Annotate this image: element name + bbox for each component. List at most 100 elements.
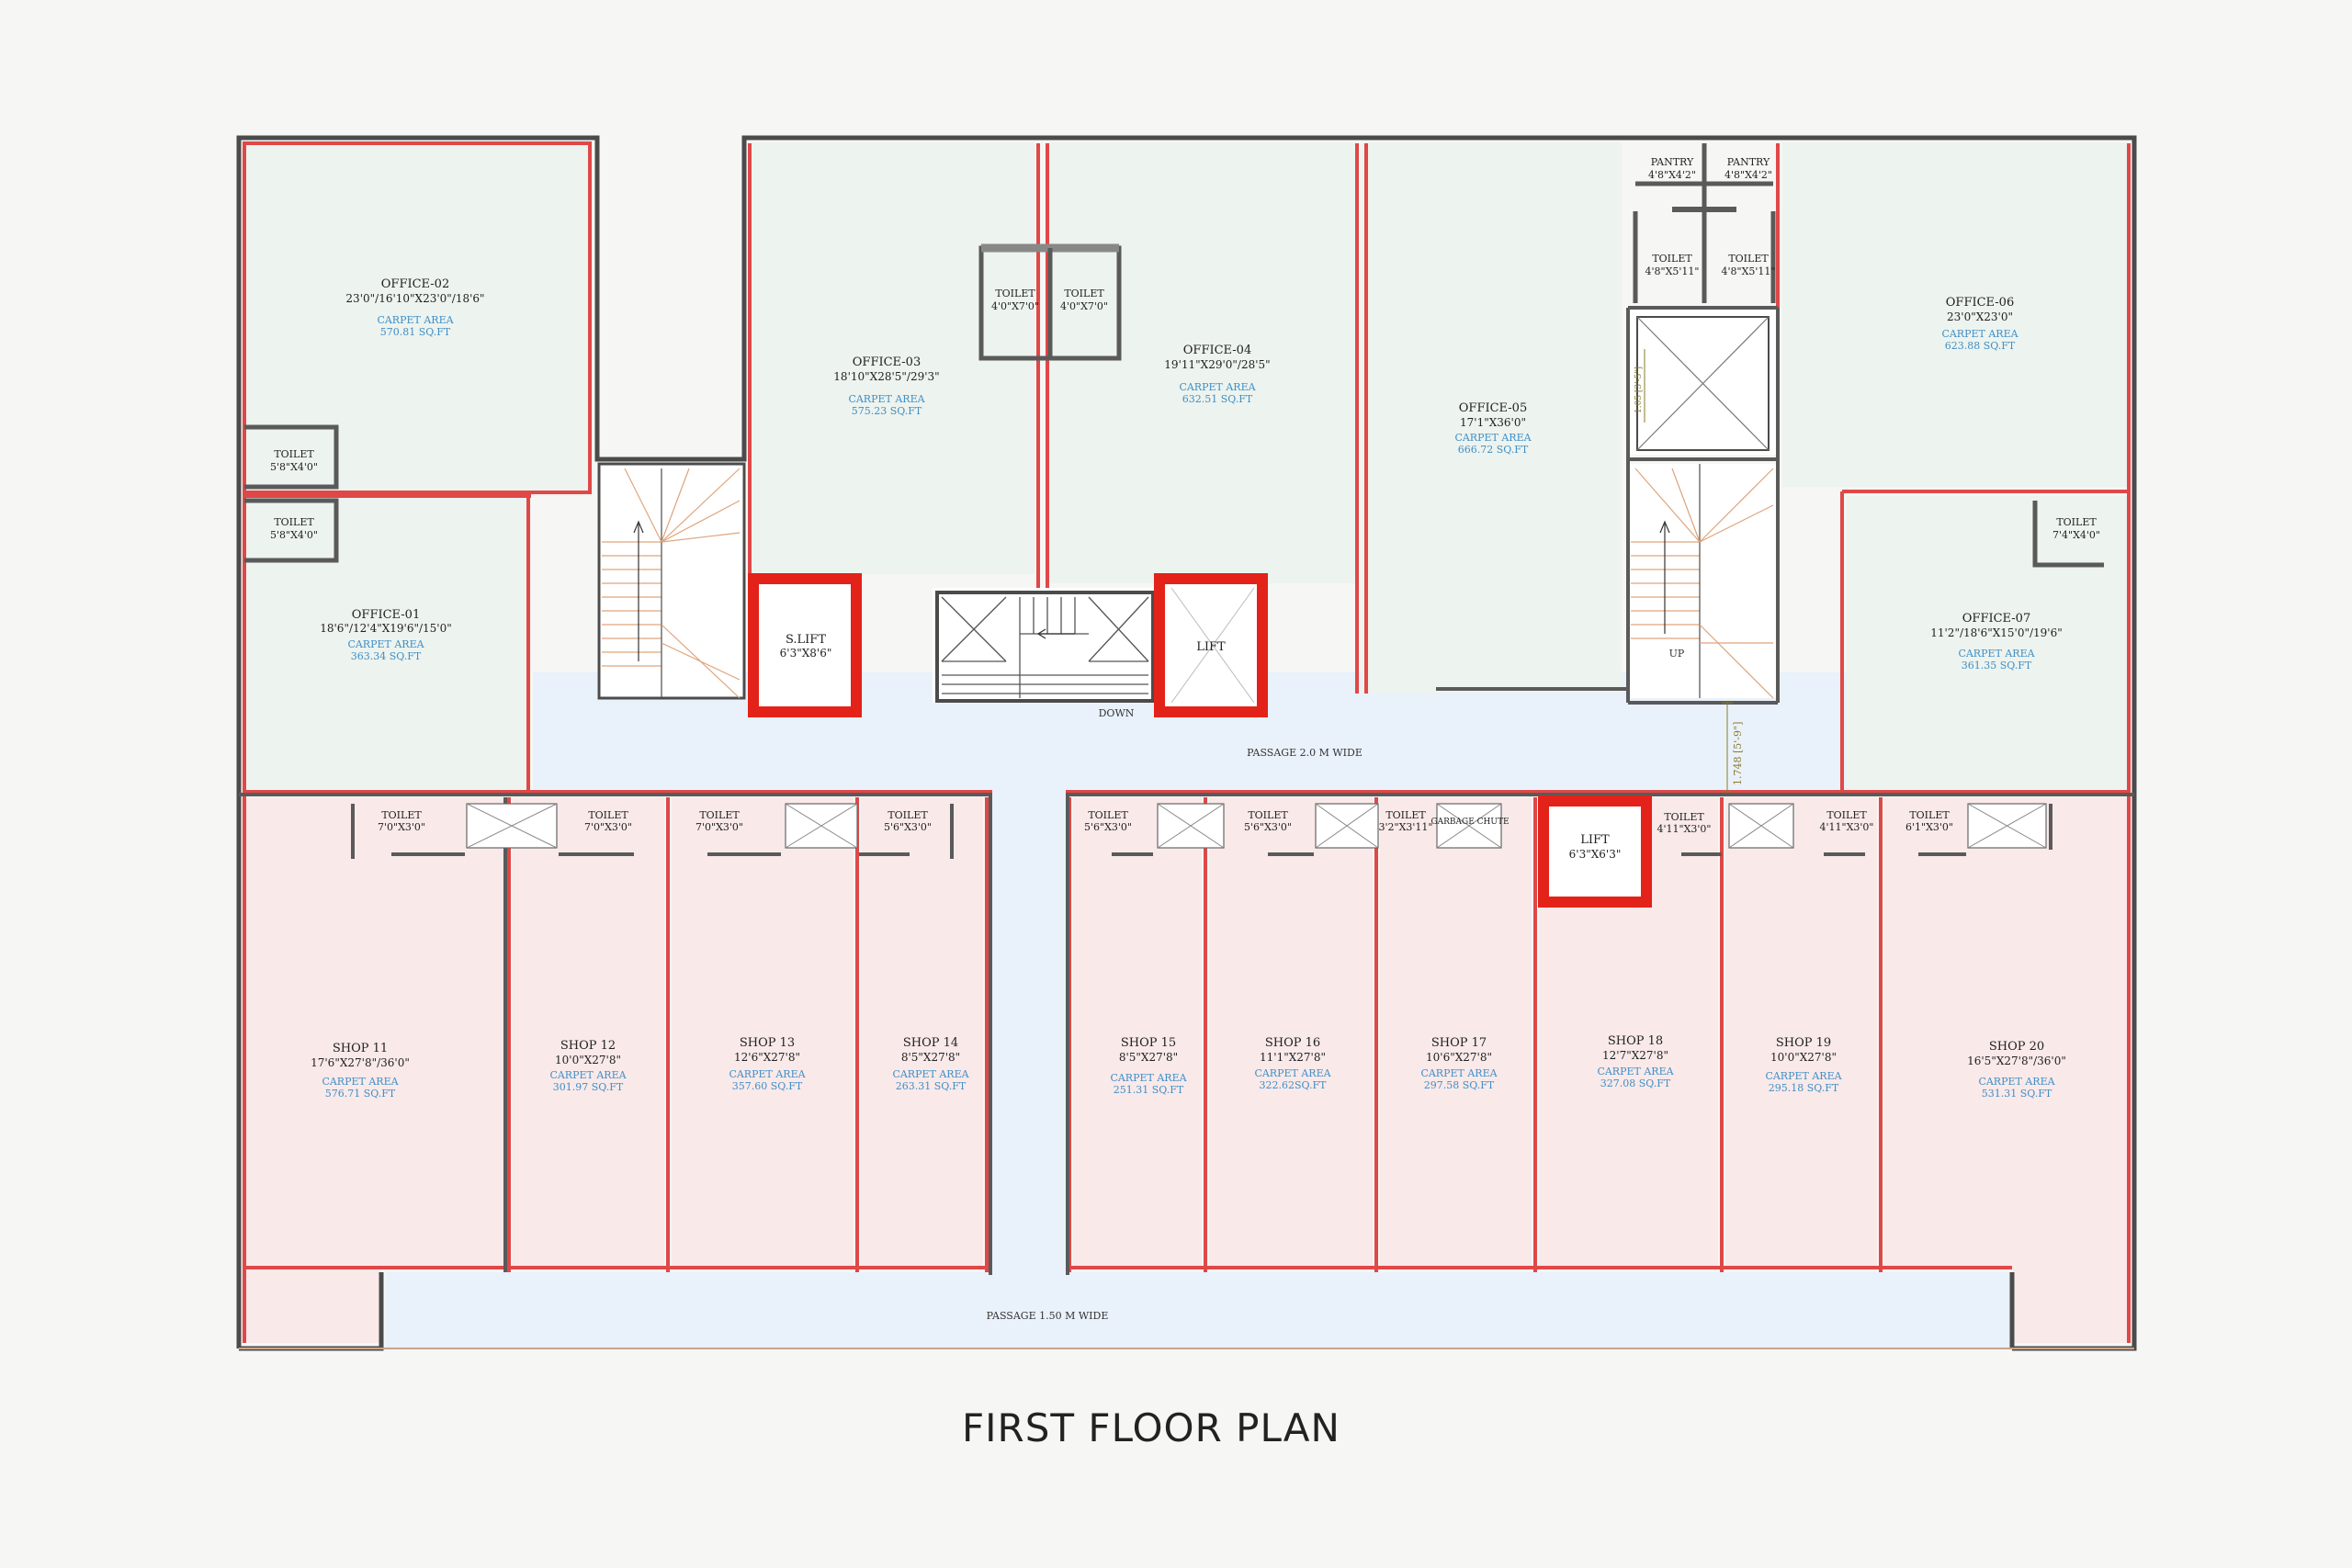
pantry-label: PANTRY <box>1651 156 1694 168</box>
toilet-label: TOILET <box>699 809 740 821</box>
toilet-dims: 4'8"X5'11" <box>1645 265 1700 277</box>
office-04-fill <box>1047 142 1355 583</box>
passage-2m <box>533 672 1847 1284</box>
outer-walls <box>236 135 2137 1351</box>
toilet-dims: 4'11"X3'0" <box>1820 821 1874 833</box>
lift-service <box>748 573 862 717</box>
stair-center <box>935 591 1155 703</box>
office-01-dims: 18'6"/12'4"X19'6"/15'0" <box>320 622 452 635</box>
office-07-area-label: CARPET AREA <box>1958 648 2035 660</box>
toilet-label: TOILET <box>1652 253 1692 265</box>
office-05-area-label: CARPET AREA <box>1454 432 1532 444</box>
office-01-area-label: CARPET AREA <box>347 638 424 650</box>
shop-19-name: SHOP 19 <box>1776 1036 1831 1050</box>
shop-17-dims: 10'6"X27'8" <box>1426 1051 1492 1064</box>
shop-15-fill <box>1073 797 1202 1268</box>
office-04-dims: 19'11"X29'0"/28'5" <box>1164 358 1270 371</box>
main-lift-name: LIFT <box>1196 640 1226 654</box>
shop-11-fill <box>243 797 505 1343</box>
shop-12-area-label: CARPET AREA <box>549 1069 627 1081</box>
lift-labels: S.LIFT 6'3"X8'6" LIFT LIFT 6'3"X6'3" GAR… <box>780 633 1622 861</box>
office-06-dims: 23'0"X23'0" <box>1947 310 2013 323</box>
shop-12-fill <box>513 797 664 1268</box>
toilet-label: TOILET <box>1064 288 1104 299</box>
office-06-fill <box>1782 142 2127 487</box>
stair-center-fill <box>933 588 1153 703</box>
shop-11-area: 576.71 SQ.FT <box>325 1088 396 1100</box>
office-fills <box>243 142 2127 790</box>
office-01-fill <box>243 496 531 790</box>
toilet-label: TOILET <box>2056 516 2097 528</box>
shop-11-name: SHOP 11 <box>333 1042 388 1055</box>
shop-lift-name: LIFT <box>1580 833 1610 847</box>
office-02-area-label: CARPET AREA <box>377 314 454 326</box>
toilet-dims: 5'6"X3'0" <box>884 821 932 833</box>
toilet-label: TOILET <box>274 448 314 460</box>
shop-17-area: 297.58 SQ.FT <box>1424 1079 1495 1091</box>
passage-bottom-label: PASSAGE 1.50 M WIDE <box>987 1310 1109 1322</box>
toilet-label: TOILET <box>995 288 1035 299</box>
toilet-label: TOILET <box>1248 809 1288 821</box>
shop-14-area-label: CARPET AREA <box>892 1068 969 1080</box>
shop-16-area-label: CARPET AREA <box>1254 1067 1331 1079</box>
shop-15-area-label: CARPET AREA <box>1110 1072 1187 1084</box>
shop-20-dims: 16'5"X27'8"/36'0" <box>1967 1055 2066 1067</box>
stair-left-fill <box>597 464 744 698</box>
shop-toilet-row <box>351 804 2052 859</box>
office-05-area: 666.72 SQ.FT <box>1458 444 1529 456</box>
lift-shop <box>1538 795 1652 908</box>
plan-title: FIRST FLOOR PLAN <box>962 1405 1340 1450</box>
office-03-dims: 18'10"X28'5"/29'3" <box>833 370 939 383</box>
shop-19-area: 295.18 SQ.FT <box>1769 1082 1839 1094</box>
shop-labels: SHOP 11 17'6"X27'8"/36'0" CARPET AREA 57… <box>311 1034 2066 1100</box>
shop-18-area-label: CARPET AREA <box>1597 1066 1674 1077</box>
office-03-name: OFFICE-03 <box>853 355 921 369</box>
shop-14-area: 263.31 SQ.FT <box>896 1080 967 1092</box>
shop-17-area-label: CARPET AREA <box>1420 1067 1498 1079</box>
toilet-label: TOILET <box>888 809 928 821</box>
toilet-label: TOILET <box>1909 809 1950 821</box>
toilet-dims: 4'11"X3'0" <box>1657 823 1712 835</box>
shop-16-dims: 11'1"X27'8" <box>1260 1051 1326 1064</box>
shop-12-area: 301.97 SQ.FT <box>553 1081 624 1093</box>
shop-12-name: SHOP 12 <box>560 1039 616 1053</box>
toilet-dims: 4'8"X5'11" <box>1722 265 1776 277</box>
stair-down-label: DOWN <box>1099 707 1135 719</box>
toilet-walls <box>244 143 2104 568</box>
office-07-area: 361.35 SQ.FT <box>1962 660 2032 671</box>
duct-dim-label: 1.748 [5'-9"] <box>1732 722 1744 785</box>
office-06-name: OFFICE-06 <box>1946 296 2014 310</box>
pantry-dims: 4'8"X4'2" <box>1648 169 1696 181</box>
office-02-fill <box>243 142 593 496</box>
office-05-dims: 17'1"X36'0" <box>1460 416 1526 429</box>
office-03-area: 575.23 SQ.FT <box>852 405 922 417</box>
shop-walls <box>239 306 2134 1275</box>
stair-left <box>597 462 746 700</box>
shop-13-name: SHOP 13 <box>740 1036 795 1050</box>
shop-20-name: SHOP 20 <box>1989 1040 2044 1054</box>
office-05-fill <box>1362 142 1622 694</box>
toilet-dims: 3'2"X3'11" <box>1379 821 1433 833</box>
office-07-fill <box>1847 496 2127 790</box>
shop-16-area: 322.62SQ.FT <box>1260 1079 1328 1091</box>
service-lift-dims: 6'3"X8'6" <box>780 647 832 660</box>
stair-right <box>1631 464 1774 699</box>
shop-19-dims: 10'0"X27'8" <box>1770 1051 1837 1064</box>
shop-17-fill <box>1380 797 1532 1268</box>
stair-right-fill <box>1626 464 1776 698</box>
toilet-dims: 6'1"X3'0" <box>1905 821 1953 833</box>
passage-top-label: PASSAGE 2.0 M WIDE <box>1247 747 1363 759</box>
pantry-label: PANTRY <box>1727 156 1770 168</box>
stair-up-label: UP <box>1669 648 1685 660</box>
office-06-area-label: CARPET AREA <box>1941 328 2018 340</box>
toilet-dims: 5'6"X3'0" <box>1084 821 1132 833</box>
shop-14-name: SHOP 14 <box>903 1036 958 1050</box>
passage-1-5m <box>386 1272 2010 1348</box>
toilet-label: TOILET <box>1728 253 1769 265</box>
shop-20-fill <box>1884 797 2127 1343</box>
toilet-label: TOILET <box>588 809 628 821</box>
office-01-area: 363.34 SQ.FT <box>351 650 422 662</box>
office-05-name: OFFICE-05 <box>1459 401 1527 415</box>
shaft-dim-label: 1.05 [3'-5"] <box>1634 367 1644 413</box>
shop-15-area: 251.31 SQ.FT <box>1114 1084 1184 1096</box>
